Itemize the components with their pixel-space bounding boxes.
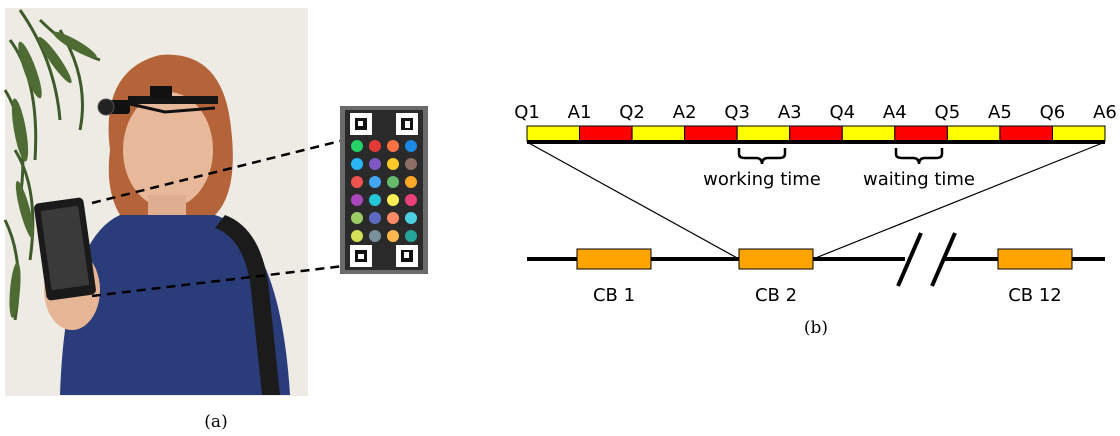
app-icon [351, 158, 363, 170]
timeline-segment-5 [736, 125, 791, 142]
timeline-segment-8 [894, 125, 948, 142]
app-icon [405, 230, 417, 242]
timeline-label-q4: Q4 [829, 102, 855, 123]
eye-tracker-headset [97, 86, 218, 116]
timeline-label-q6: Q6 [1040, 102, 1066, 123]
app-icon [369, 158, 381, 170]
app-icon [351, 176, 363, 188]
app-icon [369, 194, 381, 206]
timeline-segment-10 [999, 125, 1053, 142]
timeline-segment-9 [946, 125, 1001, 142]
panel-a [3, 8, 308, 396]
timeline-labels: Q1 A1 Q2 A2 Q3 A3 Q4 A4 Q5 A5 Q6 A6 [514, 102, 1117, 123]
working-time-label: working time [703, 169, 821, 190]
app-icon [405, 158, 417, 170]
panel-b: Q1 A1 Q2 A2 Q3 A3 Q4 A4 Q5 A5 Q6 A6 working time wa… [514, 102, 1117, 338]
timeline-label-a6: A6 [1093, 102, 1117, 123]
block-cb1-label: CB 1 [593, 285, 635, 306]
app-icon [351, 194, 363, 206]
timeline-segment-11 [1051, 125, 1106, 142]
plant-leaves-fill [9, 31, 97, 318]
app-icon [405, 140, 417, 152]
timeline-segment-1 [526, 125, 581, 142]
app-icon [387, 194, 399, 206]
app-icon [405, 176, 417, 188]
block-cb2 [738, 248, 814, 270]
timeline-segment-2 [579, 125, 633, 142]
app-icon [369, 212, 381, 224]
zoom-line-right [812, 141, 1106, 260]
app-icon [351, 212, 363, 224]
timeline-segments [526, 125, 1106, 142]
app-icon [351, 230, 363, 242]
app-icon [387, 212, 399, 224]
app-icon [387, 230, 399, 242]
timeline-segment-7 [841, 125, 896, 142]
zoom-line-bottom [91, 263, 353, 298]
app-icon [405, 212, 417, 224]
app-icon [387, 158, 399, 170]
timeline-label-q3: Q3 [724, 102, 750, 123]
timeline-segment-4 [684, 125, 738, 142]
timeline-label-a1: A1 [568, 102, 592, 123]
timeline-label-a2: A2 [673, 102, 697, 123]
backpack-strap [215, 215, 280, 395]
sweater [60, 215, 290, 395]
app-icon [351, 140, 363, 152]
app-icon [369, 176, 381, 188]
block-cb12 [997, 248, 1073, 270]
caption-a: (a) [204, 412, 227, 432]
timeline-label-q5: Q5 [935, 102, 961, 123]
working-time-brace [737, 148, 787, 165]
fiducial-markers [350, 113, 418, 267]
timeline-label-q2: Q2 [619, 102, 645, 123]
timeline-label-q1: Q1 [514, 102, 540, 123]
app-icon [369, 230, 381, 242]
timeline-label-a4: A4 [883, 102, 907, 123]
face [123, 92, 213, 208]
waiting-time-label: waiting time [863, 169, 975, 190]
block-cb12-label: CB 12 [1008, 285, 1062, 306]
app-icon [387, 176, 399, 188]
timeline-segment-6 [789, 125, 843, 142]
timeline-label-a5: A5 [988, 102, 1012, 123]
phone-in-hand [34, 197, 96, 301]
break-symbol [896, 232, 957, 287]
app-icon-grid [351, 140, 417, 242]
phone-zoom [340, 106, 428, 274]
app-icon [387, 140, 399, 152]
block-cb1 [576, 248, 652, 270]
caption-b: (b) [804, 318, 828, 338]
block-cb2-label: CB 2 [755, 285, 797, 306]
zoom-line-left [526, 141, 740, 260]
waiting-time-brace [894, 148, 944, 165]
app-icon [405, 194, 417, 206]
timeline-label-a3: A3 [778, 102, 802, 123]
phone-zoom-body [345, 110, 423, 270]
app-icon [369, 140, 381, 152]
timeline-segment-3 [631, 125, 686, 142]
